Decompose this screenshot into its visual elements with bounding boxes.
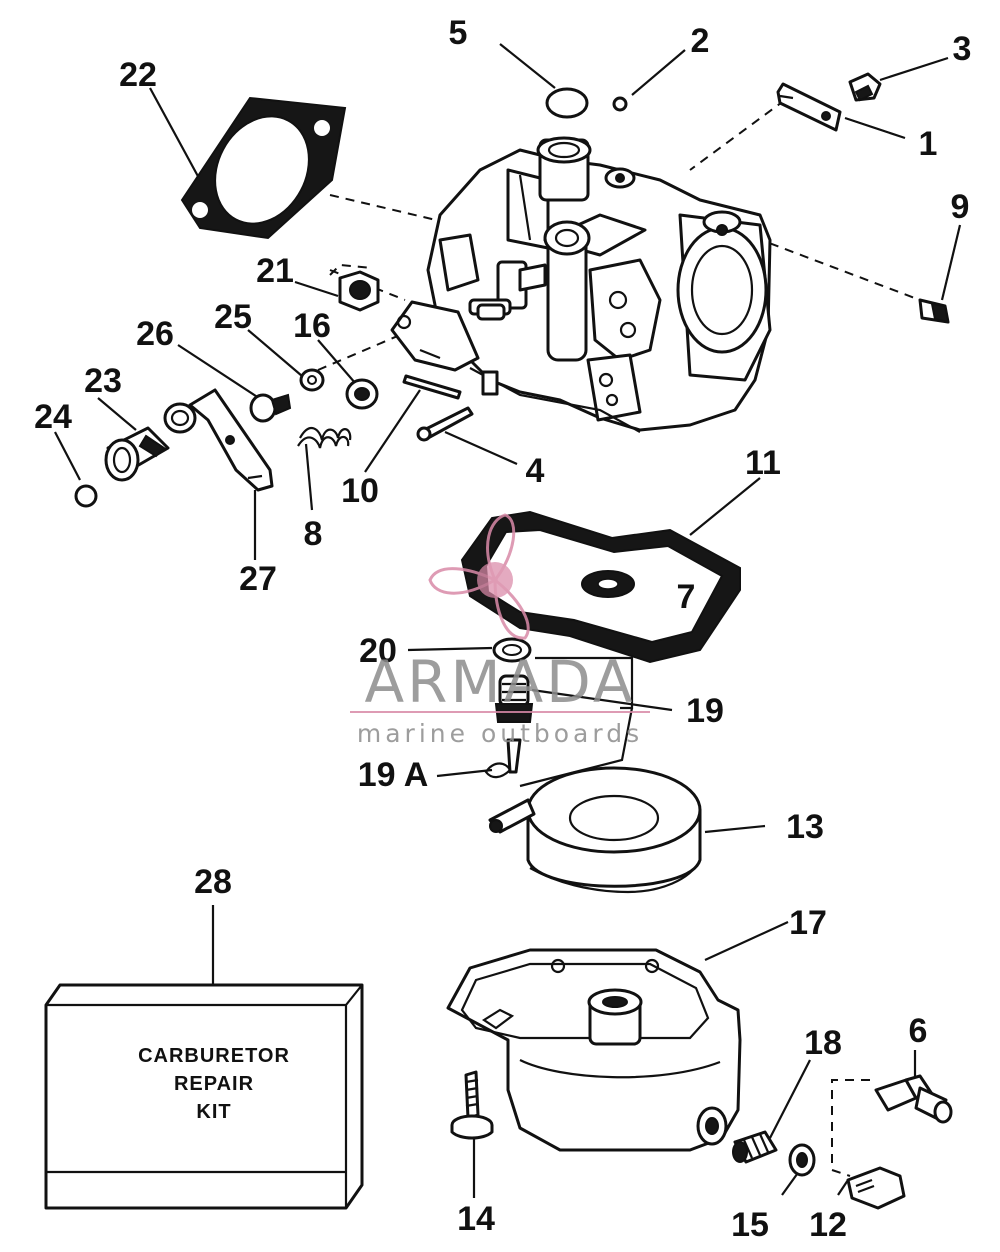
part-24-o-ring xyxy=(74,484,98,508)
part-5-plug xyxy=(545,87,589,119)
part-13-float xyxy=(488,766,702,894)
part-22-gasket xyxy=(180,96,347,240)
part-3-screw xyxy=(848,72,882,102)
callout-19: 19 xyxy=(686,692,724,730)
part-18-jet xyxy=(732,1130,778,1164)
part-8-spring xyxy=(297,426,352,449)
callout-20: 20 xyxy=(359,632,397,670)
callout-19a: 19 A xyxy=(358,756,429,794)
watermark-brand: ARMADA xyxy=(364,648,635,716)
callout-8: 8 xyxy=(304,515,323,553)
callout-26: 26 xyxy=(136,315,174,353)
part-19a-clip xyxy=(484,762,512,779)
callout-7: 7 xyxy=(677,578,696,616)
callout-27: 27 xyxy=(239,560,277,598)
kit-label-line3: KIT xyxy=(196,1101,231,1123)
watermark-tagline: marine outboards xyxy=(357,719,643,748)
callout-9: 9 xyxy=(951,188,970,226)
kit-label-line2: REPAIR xyxy=(174,1073,254,1095)
callout-18: 18 xyxy=(804,1024,842,1062)
callout-6: 6 xyxy=(909,1012,928,1050)
carburetor-body xyxy=(426,136,772,433)
part-1-bracket xyxy=(776,82,842,132)
callout-4: 4 xyxy=(526,452,545,490)
callout-22: 22 xyxy=(119,56,157,94)
callout-10: 10 xyxy=(341,472,379,510)
part-17-float-bowl xyxy=(446,948,742,1152)
kit-label-line1: CARBURETOR xyxy=(138,1045,290,1067)
callout-23: 23 xyxy=(84,362,122,400)
choke-plate-shaft xyxy=(390,300,506,372)
callout-16: 16 xyxy=(293,307,331,345)
callout-12: 12 xyxy=(809,1206,847,1244)
callout-28: 28 xyxy=(194,863,232,901)
part-23-bushing xyxy=(104,426,170,482)
part-21-nut xyxy=(329,263,380,312)
callout-24: 24 xyxy=(34,398,72,436)
part-14-screw xyxy=(450,1070,494,1140)
part-20-gasket xyxy=(492,637,532,663)
callout-15: 15 xyxy=(731,1206,769,1244)
part-4-pin xyxy=(416,406,474,442)
part-27-lever xyxy=(163,388,274,492)
callout-17: 17 xyxy=(789,904,827,942)
part-6-fitting xyxy=(874,1074,953,1124)
callout-25: 25 xyxy=(214,298,252,336)
part-10-pin xyxy=(402,374,462,400)
propeller-logo-icon xyxy=(428,513,530,640)
part-16-lockwasher xyxy=(345,378,379,410)
callout-13: 13 xyxy=(786,808,824,846)
callout-21: 21 xyxy=(256,252,294,290)
part-28-kit-box: CARBURETOR REPAIR KIT xyxy=(44,983,364,1210)
callout-labels: 1 2 3 4 5 6 7 8 9 10 11 12 13 14 15 16 1… xyxy=(34,14,971,1244)
part-12-plug xyxy=(846,1166,906,1210)
part-9-screw xyxy=(918,298,950,324)
part-25-washer xyxy=(299,368,325,392)
part-15-washer xyxy=(788,1143,816,1177)
callout-1: 1 xyxy=(919,125,938,163)
part-26-screw xyxy=(249,393,292,423)
part-2-ball xyxy=(612,96,628,112)
callout-2: 2 xyxy=(691,22,710,60)
part-19-needle-seat xyxy=(494,674,534,774)
callout-14: 14 xyxy=(457,1200,495,1238)
callout-5: 5 xyxy=(449,14,468,52)
part-7-washer xyxy=(581,570,635,598)
armada-watermark: ARMADA marine outboards xyxy=(350,513,650,748)
callout-11: 11 xyxy=(745,444,781,482)
callout-3: 3 xyxy=(953,30,972,68)
